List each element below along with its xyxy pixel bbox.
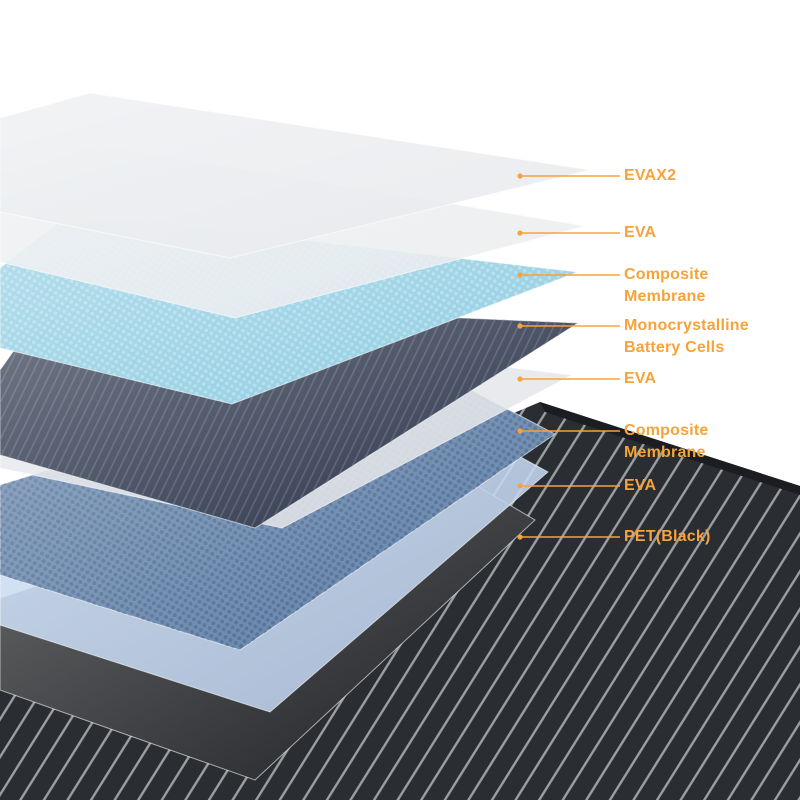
leader-dot-8 [517, 534, 523, 540]
layers-group [0, 92, 591, 781]
layer-label-3: Composite Membrane [624, 266, 709, 305]
layer-label-6: Composite Membrane [624, 422, 709, 461]
leader-lines [517, 173, 620, 540]
leader-dot-1 [517, 173, 523, 179]
layer-label-1: EVAX2 [624, 167, 677, 184]
base-solar-panel-border [540, 402, 800, 495]
leader-dot-3 [517, 272, 523, 278]
leader-dot-4 [517, 323, 523, 329]
layer-label-2: EVA [624, 224, 657, 241]
leader-dot-6 [517, 428, 523, 434]
leader-dot-2 [517, 230, 523, 236]
layer-1-eva-double [0, 92, 591, 259]
leader-dot-7 [517, 483, 523, 489]
layer-label-8: PET(Black) [624, 528, 711, 545]
layer-label-5: EVA [624, 370, 657, 387]
layer-label-7: EVA [624, 477, 657, 494]
layer-1-sheen [0, 93, 590, 258]
leader-dot-5 [517, 376, 523, 382]
layer-label-4: Monocrystalline Battery Cells [624, 317, 749, 356]
